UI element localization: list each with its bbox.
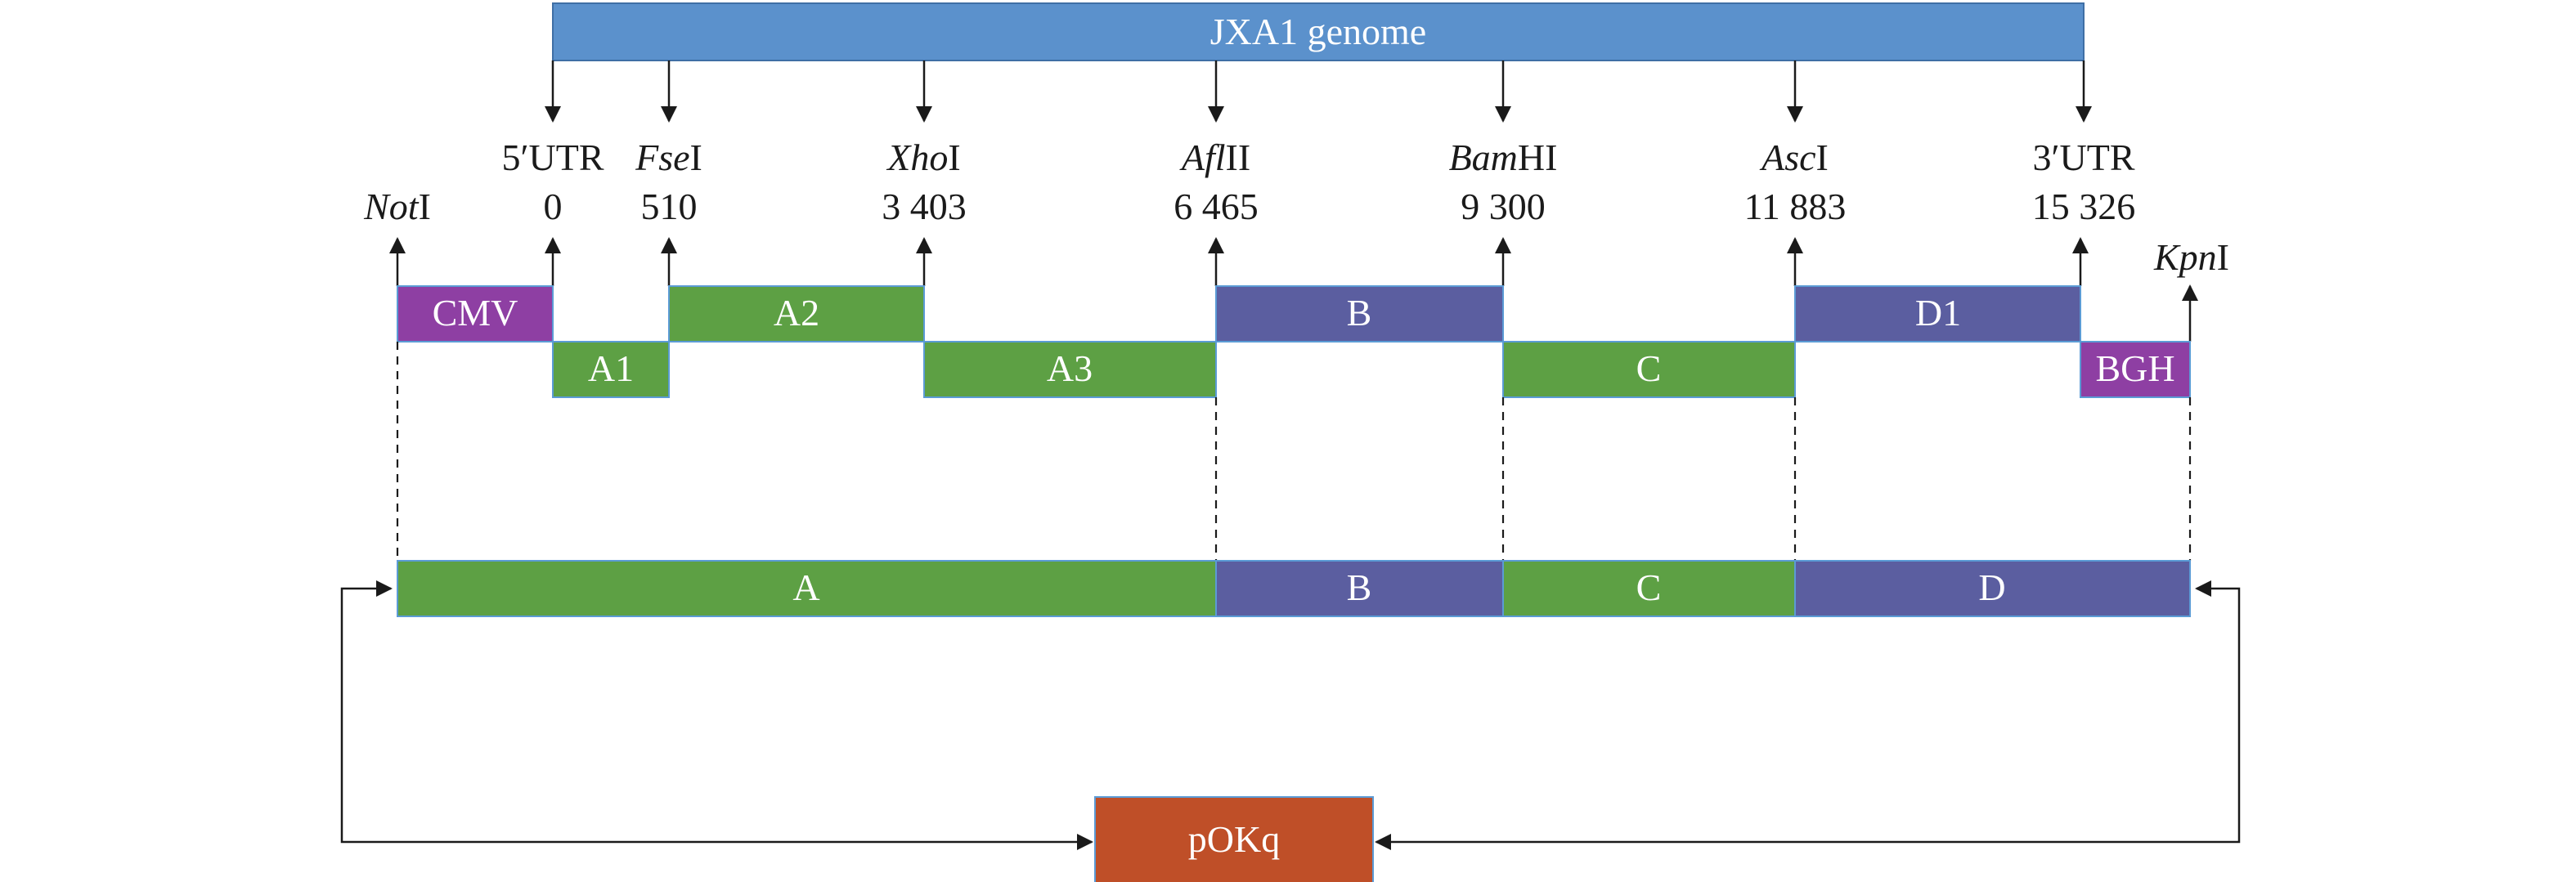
assembled-label-d: D xyxy=(1978,566,2005,608)
site-name-bam: BamHI xyxy=(1449,137,1558,178)
fragment-label-b: B xyxy=(1347,292,1372,334)
site-position-asc: 11 883 xyxy=(1744,186,1847,227)
genome-label: JXA1 genome xyxy=(1210,11,1426,52)
site-position-fse: 510 xyxy=(641,186,698,227)
assembled-label-b: B xyxy=(1347,566,1372,608)
site-position-xho: 3 403 xyxy=(882,186,967,227)
site-position-labels: 0 510 3 403 6 465 9 300 11 883 15 326 xyxy=(544,186,2136,227)
assembled-label-c: C xyxy=(1636,566,1662,608)
fragment-bgh: BGH xyxy=(2080,341,2191,398)
vector-connectors xyxy=(340,580,2241,850)
fragment-b: B xyxy=(1215,285,1504,343)
assembled-segment-a: A xyxy=(397,560,1217,617)
fragment-label-bgh: BGH xyxy=(2095,347,2174,389)
assembled-segment-b: B xyxy=(1215,560,1504,617)
assembled-bar: A B C D xyxy=(397,560,2191,617)
fragment-label-a2: A2 xyxy=(774,292,819,334)
assembled-label-a: A xyxy=(792,566,819,608)
dashed-guides xyxy=(396,342,2192,561)
fragment-d1: D1 xyxy=(1794,285,2081,343)
genome-site-arrows xyxy=(545,60,2092,123)
site-position-utr3: 15 326 xyxy=(2032,186,2136,227)
fragment-a2: A2 xyxy=(668,285,925,343)
site-name-utr5: 5′UTR xyxy=(501,137,604,178)
site-name-xho: XhoI xyxy=(886,137,960,178)
fragment-label-c: C xyxy=(1636,347,1662,389)
site-position-bam: 9 300 xyxy=(1461,186,1546,227)
fragment-c: C xyxy=(1502,341,1796,398)
site-name-utr3: 3′UTR xyxy=(2032,137,2134,178)
site-name-asc: AscI xyxy=(1759,137,1829,178)
fragment-label-d1: D1 xyxy=(1915,292,1961,334)
connector-left xyxy=(340,580,1093,850)
fragment-site-arrows xyxy=(389,237,2198,342)
assembled-segment-c: C xyxy=(1502,560,1796,617)
site-name-fse: FseI xyxy=(635,137,702,178)
connector-right xyxy=(1375,580,2241,850)
genome-bar: JXA1 genome xyxy=(552,2,2085,61)
site-name-afl: AflII xyxy=(1179,137,1250,178)
site-name-kpn: KpnI xyxy=(2153,236,2229,278)
fragment-label-cmv: CMV xyxy=(433,292,518,334)
vector-box: pOKq xyxy=(1094,796,1374,882)
fragment-a3: A3 xyxy=(923,341,1217,398)
site-name-not: NotI xyxy=(363,186,431,227)
fragment-cmv: CMV xyxy=(397,285,554,343)
site-name-labels: 5′UTR FseI XhoI AflII BamHI AscI 3′UTR N… xyxy=(363,137,2229,278)
site-position-utr5: 0 xyxy=(544,186,563,227)
fragments: CMV A1 A2 A3 B C D1 BGH xyxy=(397,285,2191,398)
fragment-a1: A1 xyxy=(552,341,670,398)
site-position-afl: 6 465 xyxy=(1174,186,1259,227)
assembled-segment-d: D xyxy=(1794,560,2191,617)
fragment-label-a1: A1 xyxy=(588,347,634,389)
vector-label: pOKq xyxy=(1188,818,1280,860)
fragment-label-a3: A3 xyxy=(1047,347,1093,389)
